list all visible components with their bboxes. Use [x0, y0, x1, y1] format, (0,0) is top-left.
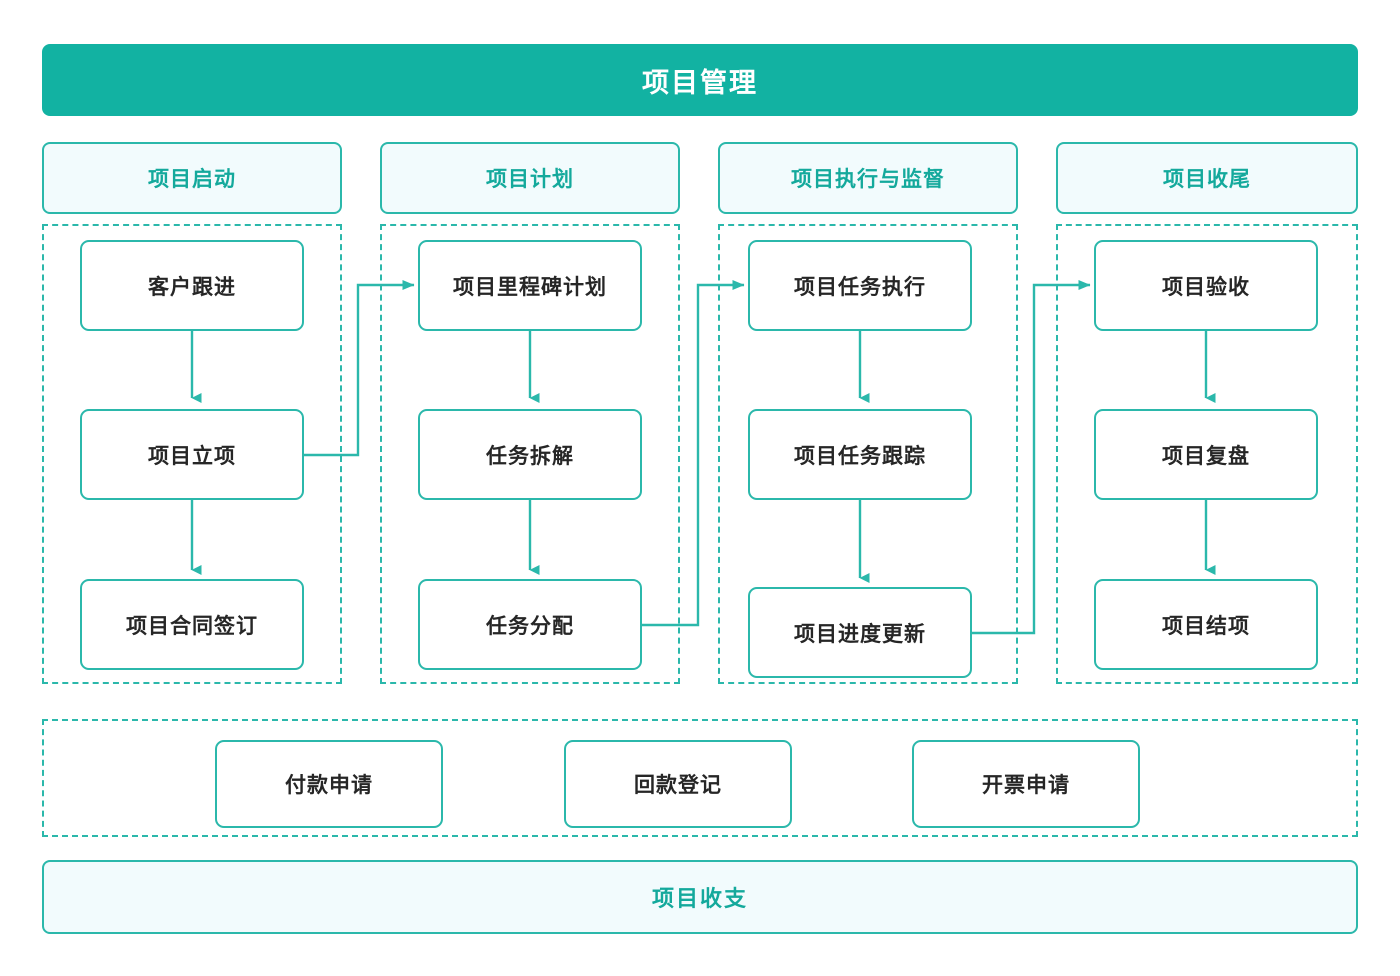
node-label: 项目里程碑计划 — [453, 275, 607, 299]
node-label: 项目进度更新 — [794, 622, 926, 646]
node-fukuan-shenqing[interactable]: 付款申请 — [215, 740, 443, 828]
node-label: 项目结项 — [1162, 614, 1250, 638]
node-label: 任务拆解 — [486, 444, 574, 468]
node-label: 项目验收 — [1162, 275, 1250, 299]
phase-header-closing[interactable]: 项目收尾 — [1056, 142, 1358, 214]
phase-header-planning[interactable]: 项目计划 — [380, 142, 680, 214]
node-label: 任务分配 — [486, 614, 574, 638]
node-xiangmu-fupan[interactable]: 项目复盘 — [1094, 409, 1318, 500]
diagram-title-banner: 项目管理 — [42, 44, 1358, 116]
node-label: 回款登记 — [634, 774, 722, 797]
node-label: 付款申请 — [285, 774, 373, 797]
node-renwu-zhixing[interactable]: 项目任务执行 — [748, 240, 972, 331]
node-lichengbei-jihua[interactable]: 项目里程碑计划 — [418, 240, 642, 331]
node-jindu-gengxin[interactable]: 项目进度更新 — [748, 587, 972, 678]
footer-bar-project-finance[interactable]: 项目收支 — [42, 860, 1358, 934]
node-kaipiao-shenqing[interactable]: 开票申请 — [912, 740, 1140, 828]
node-renwu-fenpei[interactable]: 任务分配 — [418, 579, 642, 670]
node-label: 项目合同签订 — [126, 614, 258, 638]
phase-header-label: 项目启动 — [148, 168, 236, 191]
phase-header-label: 项目收尾 — [1163, 168, 1251, 191]
node-renwu-genzong[interactable]: 项目任务跟踪 — [748, 409, 972, 500]
node-label: 客户跟进 — [148, 275, 236, 299]
footer-label: 项目收支 — [651, 886, 748, 911]
phase-header-execution[interactable]: 项目执行与监督 — [718, 142, 1018, 214]
node-label: 项目任务执行 — [794, 275, 926, 299]
node-xiangmu-lixiang[interactable]: 项目立项 — [80, 409, 304, 500]
node-label: 项目任务跟踪 — [794, 444, 926, 468]
node-xiangmu-jiexiang[interactable]: 项目结项 — [1094, 579, 1318, 670]
node-label: 项目立项 — [148, 444, 236, 468]
diagram-title: 项目管理 — [642, 67, 758, 98]
phase-header-initiation[interactable]: 项目启动 — [42, 142, 342, 214]
phase-header-label: 项目执行与监督 — [791, 168, 945, 191]
node-xiangmu-yanshou[interactable]: 项目验收 — [1094, 240, 1318, 331]
node-renwu-chaijie[interactable]: 任务拆解 — [418, 409, 642, 500]
node-huikuan-dengji[interactable]: 回款登记 — [564, 740, 792, 828]
node-kehu-genjin[interactable]: 客户跟进 — [80, 240, 304, 331]
node-label: 项目复盘 — [1162, 444, 1250, 468]
phase-header-label: 项目计划 — [486, 168, 574, 191]
node-label: 开票申请 — [982, 774, 1070, 797]
finance-group — [42, 719, 1358, 837]
node-hetong-qianding[interactable]: 项目合同签订 — [80, 579, 304, 670]
